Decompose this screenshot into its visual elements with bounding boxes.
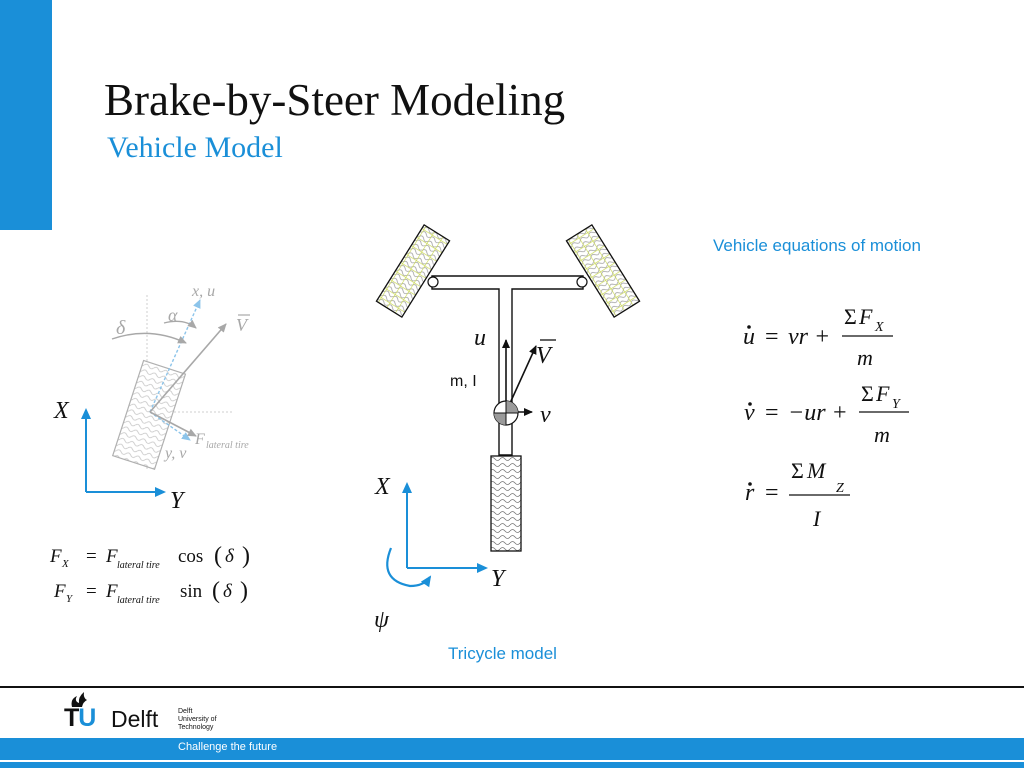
y-v-label: y, v: [163, 445, 187, 462]
fy-lhs: F: [53, 581, 66, 602]
logo-sub-line-3: Technology: [178, 724, 214, 731]
fx-rhs-subscript: lateral tire: [117, 560, 160, 571]
fy-delta: δ: [223, 581, 233, 602]
v-dot-force: F: [875, 381, 890, 406]
logo-institution-name: Delft University of Technology: [178, 708, 217, 732]
fx-cos: cos: [178, 546, 203, 567]
r-dot-equation: r = Σ M Z I: [745, 458, 850, 531]
fy-open-paren: (: [212, 578, 220, 604]
fy-close-paren: ): [240, 578, 248, 604]
fx-rhs-force: F: [105, 546, 118, 567]
v-total-velocity-arrow: [505, 345, 537, 413]
v-dot-force-subscript: Y: [892, 397, 902, 412]
velocity-label: V: [236, 315, 249, 335]
fy-lhs-subscript: Y: [66, 593, 74, 605]
footer-band: [0, 738, 1024, 760]
tricycle-x-label: X: [374, 474, 391, 500]
left-steer-pivot: [427, 276, 439, 288]
alpha-label: α: [168, 305, 178, 325]
fx-equals: =: [86, 546, 97, 567]
velocity-label: V: [536, 343, 553, 369]
v-dot-equals: =: [765, 400, 779, 426]
v-dot-equation: v = −ur + Σ F Y m: [744, 381, 909, 447]
footer-bottom-strip: [0, 762, 1024, 768]
v-dot-symbol: v: [744, 400, 755, 426]
u-dot-sum: Σ: [844, 304, 857, 329]
tire-force-formulas: F X = F lateral tire cos ( δ ) F Y = F l…: [49, 543, 250, 606]
logo-tu-mark: TU: [64, 704, 96, 733]
velocity-vector-arrow: [149, 323, 227, 413]
v-dot-mass: m: [874, 422, 890, 447]
slide-figures: x, u α δ V F lateral tire y, v X Y F X =…: [49, 223, 909, 633]
logo-wordmark: Delft: [111, 706, 159, 732]
u-dot-equals: =: [765, 324, 779, 350]
front-left-tire: [375, 223, 451, 319]
logo-sub-line-2: University of: [178, 716, 217, 723]
r-dot-symbol: r: [745, 480, 755, 506]
fx-lhs-subscript: X: [61, 558, 70, 570]
center-of-gravity-marker: [493, 400, 519, 426]
lateral-force-subscript: lateral tire: [206, 440, 249, 451]
u-dot-force: F: [858, 304, 873, 329]
fy-rhs-force: F: [105, 581, 118, 602]
u-dot-symbol: u: [743, 324, 755, 350]
fx-lhs: F: [49, 546, 62, 567]
fy-sin: sin: [180, 581, 203, 602]
flame-icon: [71, 692, 87, 707]
y-v-axis-arrow: [149, 411, 191, 441]
delta-label: δ: [116, 317, 126, 339]
yaw-rotation-arrow: [386, 547, 432, 588]
r-dot-equals: =: [765, 480, 779, 506]
tire-force-diagram: x, u α δ V F lateral tire y, v X Y: [53, 283, 250, 514]
right-steer-pivot: [576, 276, 588, 288]
v-dot-rhs: −ur +: [788, 400, 848, 426]
lateral-force-label: F: [194, 431, 205, 448]
front-right-tire: [565, 223, 641, 319]
logo-sub-line-1: Delft: [178, 708, 193, 715]
global-x-label: X: [53, 398, 70, 424]
u-dot-force-subscript: X: [874, 320, 884, 335]
psi-label: ψ: [374, 607, 390, 633]
r-dot-moment: M: [806, 458, 827, 483]
slide-title: Brake-by-Steer Modeling: [104, 75, 566, 125]
fx-delta: δ: [225, 546, 235, 567]
fy-rhs-subscript: lateral tire: [117, 595, 160, 606]
v-dot-marker: [748, 402, 752, 406]
alpha-angle-arc: [163, 319, 197, 329]
tricycle-frame: [431, 275, 584, 456]
fx-open-paren: (: [214, 543, 222, 569]
title-accent-bar: [0, 0, 52, 230]
x-u-axis-arrow: [149, 299, 201, 413]
fx-close-paren: ): [242, 543, 250, 569]
u-dot-rhs: vr +: [788, 324, 830, 350]
tricycle-caption: Tricycle model: [448, 644, 557, 663]
delta-angle-arc: [111, 332, 187, 344]
tu-delft-logo: TU Delft Delft University of Technology: [64, 690, 224, 736]
r-dot-moment-subscript: Z: [836, 481, 844, 496]
tricycle-y-label: Y: [491, 566, 507, 592]
rear-tire: [490, 455, 522, 552]
lateral-force-arrow: [149, 411, 197, 437]
r-dot-inertia: I: [812, 506, 822, 531]
tricycle-diagram: u V v X Y ψ: [374, 223, 641, 633]
u-dot-marker: [747, 325, 751, 329]
r-dot-sum: Σ: [791, 458, 804, 483]
r-dot-marker: [748, 482, 752, 486]
global-y-label: Y: [170, 488, 186, 514]
v-dot-sum: Σ: [861, 381, 874, 406]
mass-inertia-label: m, I: [450, 373, 477, 390]
footer-tagline: Challenge the future: [178, 741, 278, 753]
footer-divider: [0, 686, 1024, 688]
u-dot-mass: m: [857, 345, 873, 370]
v-label: v: [540, 402, 551, 428]
x-u-label: x, u: [191, 283, 215, 300]
slide-subtitle: Vehicle Model: [107, 131, 283, 164]
logo-letter-u: U: [78, 704, 96, 732]
u-dot-equation: u = vr + Σ F X m: [743, 304, 893, 370]
fy-equals: =: [86, 581, 97, 602]
u-label: u: [474, 325, 486, 351]
equations-heading: Vehicle equations of motion: [713, 236, 921, 255]
equations-of-motion: u = vr + Σ F X m v = −ur + Σ F Y m r =: [743, 304, 909, 531]
logo-letter-t: T: [64, 704, 79, 732]
